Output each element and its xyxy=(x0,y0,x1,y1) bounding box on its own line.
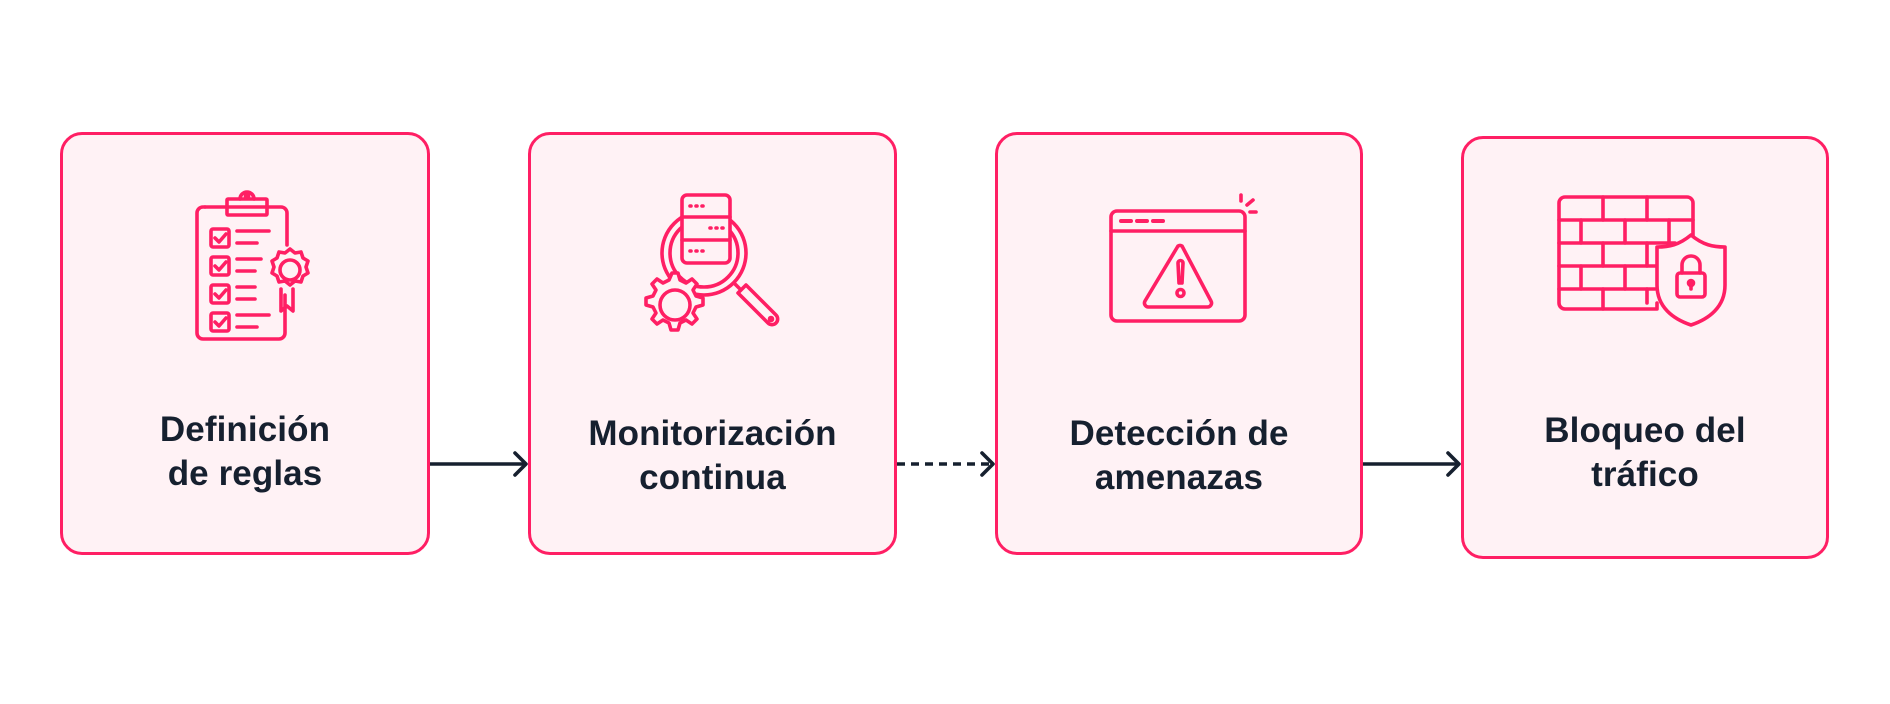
step-title: Bloqueo del tráfico xyxy=(1464,409,1826,497)
step-title-line: Detección de xyxy=(1069,414,1289,453)
arrow-right-icon xyxy=(1363,451,1461,477)
step-title-line: continua xyxy=(639,458,786,497)
step-title: Detección de amenazas xyxy=(998,412,1360,500)
step-title-line: Bloqueo del xyxy=(1544,411,1746,450)
arrow-right-icon xyxy=(430,451,528,477)
step-card-rule-definition: Definición de reglas xyxy=(60,132,430,555)
server-magnifier-gear-icon xyxy=(531,193,894,355)
clipboard-checklist-badge-icon xyxy=(63,187,427,347)
step-title-line: Monitorización xyxy=(588,414,837,453)
step-card-threat-detection: Detección de amenazas xyxy=(995,132,1363,555)
step-card-traffic-blocking: Bloqueo del tráfico xyxy=(1461,136,1829,559)
dashed-arrow-right-icon xyxy=(897,451,995,477)
step-title-line: tráfico xyxy=(1591,455,1699,494)
step-title: Definición de reglas xyxy=(63,408,427,496)
browser-warning-icon xyxy=(998,193,1360,353)
step-title-line: amenazas xyxy=(1094,458,1264,497)
step-title: Monitorización continua xyxy=(531,412,894,500)
firewall-shield-lock-icon xyxy=(1464,195,1826,355)
step-title-line: de reglas xyxy=(167,454,323,493)
step-title-line: Definición xyxy=(159,410,331,449)
step-card-continuous-monitoring: Monitorización continua xyxy=(528,132,897,555)
